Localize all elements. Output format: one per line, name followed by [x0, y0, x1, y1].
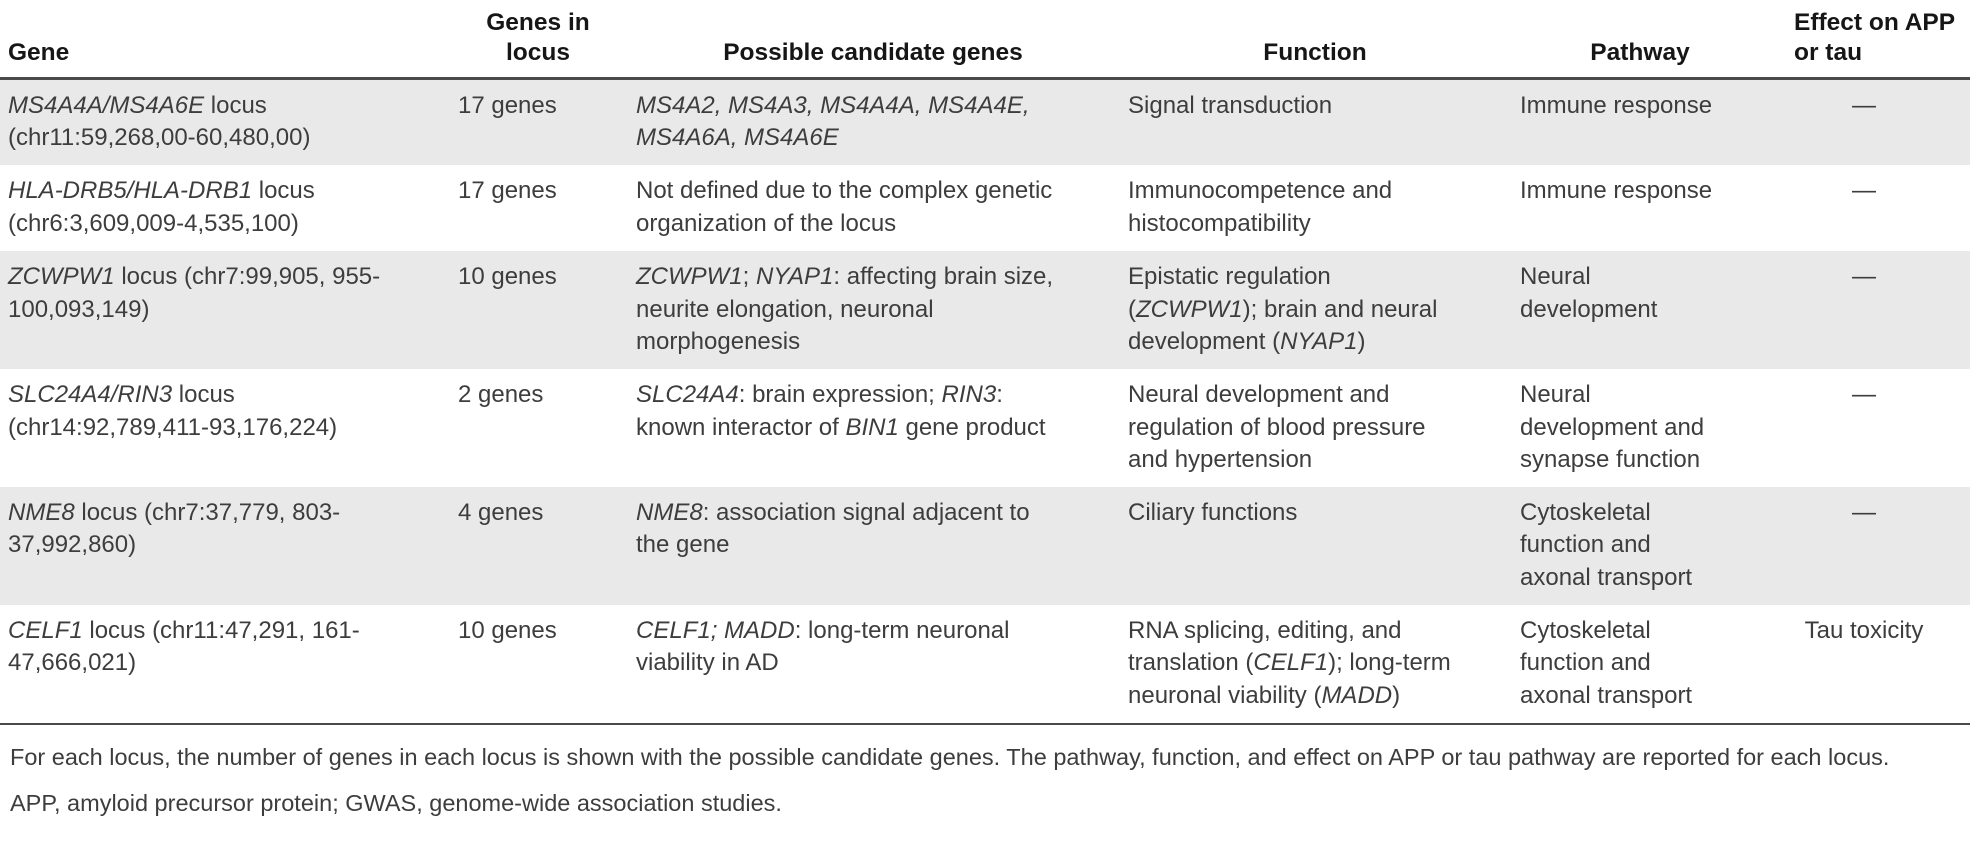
genes-in-locus-cell: 10 genes — [458, 616, 557, 644]
candidate-genes-cell: NME8: association signal adjacent to the… — [636, 498, 1030, 559]
effect-cell: — — [1852, 91, 1876, 119]
table-row: MS4A4A/MS4A6E locus (chr11:59,268,00-60,… — [0, 78, 1970, 165]
gene-cell: MS4A4A/MS4A6E locus (chr11:59,268,00-60,… — [8, 91, 311, 152]
table-footnotes: For each locus, the number of genes in e… — [0, 725, 1970, 821]
column-header-candidate-genes: Possible candidate genes — [628, 0, 1120, 80]
candidate-genes-cell: ZCWPW1; NYAP1: affecting brain size, neu… — [636, 263, 1054, 356]
gene-cell: ZCWPW1 locus (chr7:99,905, 955-100,093,1… — [8, 263, 381, 323]
candidate-genes-cell: SLC24A4: brain expression; RIN3: known i… — [636, 380, 1046, 441]
genes-in-locus-cell: 2 genes — [458, 380, 544, 408]
table-row: NME8 locus (chr7:37,779, 803-37,992,860)… — [0, 486, 1970, 605]
genes-in-locus-cell: 4 genes — [458, 498, 544, 526]
table-row: HLA-DRB5/HLA-DRB1 locus (chr6:3,609,009-… — [0, 165, 1970, 251]
function-cell: Ciliary functions — [1128, 498, 1298, 526]
gene-cell: NME8 locus (chr7:37,779, 803-37,992,860) — [8, 498, 341, 559]
pathway-cell: Cytoskeletal function and axonal transpo… — [1520, 616, 1693, 709]
function-cell: Immunocompetence and histocompatibility — [1128, 177, 1393, 237]
effect-cell: — — [1852, 177, 1876, 204]
column-header-effect: Effect on APP or tau — [1770, 0, 1970, 80]
candidate-genes-cell: MS4A2, MS4A3, MS4A4A, MS4A4E, MS4A6A, MS… — [636, 91, 1030, 152]
genes-in-locus-cell: 17 genes — [458, 177, 557, 204]
pathway-cell: Immune response — [1520, 177, 1713, 204]
pathway-cell: Neural development and synapse function — [1520, 380, 1705, 474]
table-row: ZCWPW1 locus (chr7:99,905, 955-100,093,1… — [0, 251, 1970, 369]
pathway-cell: Neural development — [1520, 263, 1658, 323]
candidate-genes-cell: Not defined due to the complex genetic o… — [636, 177, 1053, 237]
footnote-abbreviations: APP, amyloid precursor protein; GWAS, ge… — [10, 790, 782, 817]
function-cell: Signal transduction — [1128, 91, 1333, 119]
candidate-genes-cell: CELF1; MADD: long-term neuronal viabilit… — [636, 616, 1010, 677]
function-cell: RNA splicing, editing, and translation (… — [1128, 616, 1451, 709]
column-header-genes-in-locus: Genes in locus — [450, 0, 628, 80]
effect-cell: — — [1852, 498, 1876, 526]
effect-cell: Tau toxicity — [1804, 616, 1924, 644]
gene-cell: CELF1 locus (chr11:47,291, 161-47,666,02… — [8, 616, 360, 677]
function-cell: Epistatic regulation (ZCWPW1); brain and… — [1128, 263, 1438, 356]
pathway-cell: Immune response — [1520, 91, 1713, 119]
gwas-loci-table: Gene Genes in locus Possible candidate g… — [0, 0, 1970, 725]
genes-in-locus-cell: 10 genes — [458, 263, 557, 290]
pathway-cell: Cytoskeletal function and axonal transpo… — [1520, 498, 1693, 591]
genes-in-locus-cell: 17 genes — [458, 91, 557, 119]
gene-cell: HLA-DRB5/HLA-DRB1 locus (chr6:3,609,009-… — [8, 177, 315, 237]
effect-cell: — — [1852, 263, 1876, 290]
effect-cell: — — [1852, 380, 1876, 408]
column-header-pathway: Pathway — [1512, 0, 1770, 80]
column-header-function: Function — [1120, 0, 1512, 80]
table-row: SLC24A4/RIN3 locus (chr14:92,789,411-93,… — [0, 369, 1970, 487]
function-cell: Neural development and regulation of blo… — [1128, 380, 1426, 474]
footnote-description: For each locus, the number of genes in e… — [10, 743, 1890, 770]
gene-cell: SLC24A4/RIN3 locus (chr14:92,789,411-93,… — [8, 380, 338, 441]
table-header-row: Gene Genes in locus Possible candidate g… — [0, 0, 1970, 80]
table-row: CELF1 locus (chr11:47,291, 161-47,666,02… — [0, 605, 1970, 724]
column-header-gene: Gene — [0, 0, 450, 80]
